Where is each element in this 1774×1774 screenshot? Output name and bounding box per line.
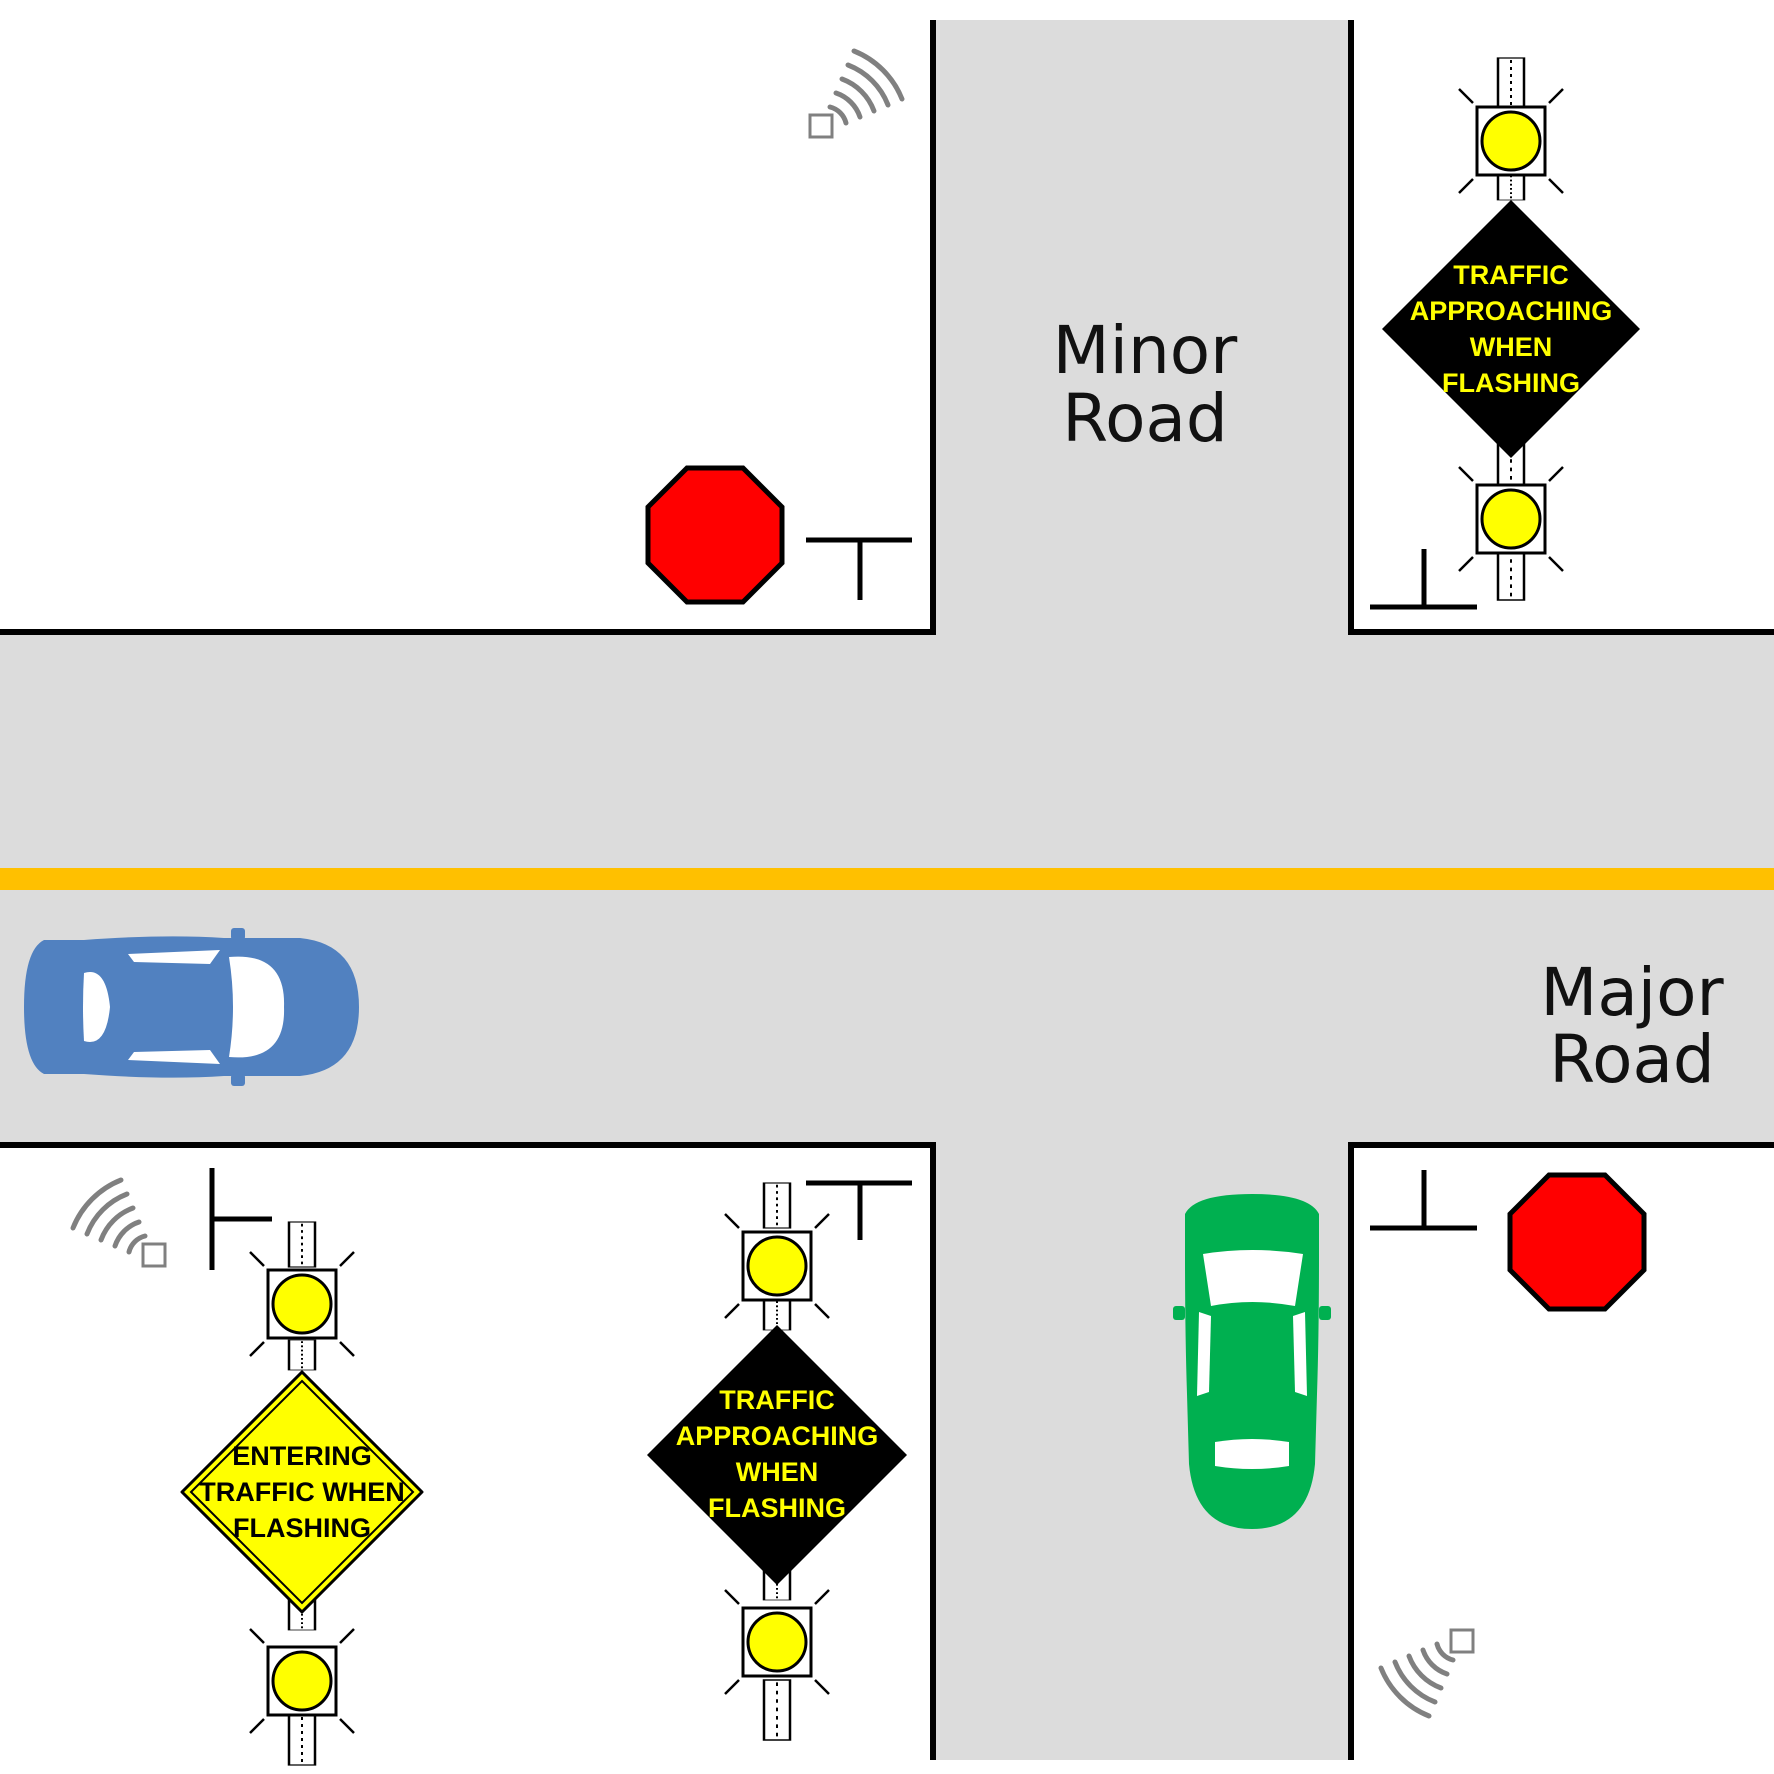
sign-text-line: APPROACHING: [676, 1421, 879, 1451]
warning-sign-entering-traffic: ENTERING TRAFFIC WHEN FLASHING: [180, 1370, 424, 1614]
stop-bar-icon: [806, 537, 912, 600]
beacon-light-icon: [723, 1588, 831, 1696]
major-road-label-line1: Major: [1540, 954, 1724, 1031]
warning-sign-traffic-approaching: TRAFFIC APPROACHING WHEN FLASHING: [647, 1325, 907, 1585]
sensor-icon: [70, 1177, 167, 1268]
stop-bar-icon: [209, 1168, 272, 1270]
warning-sign-traffic-approaching: TRAFFIC APPROACHING WHEN FLASHING: [1382, 200, 1640, 458]
major-road-label: Major Road: [1540, 954, 1724, 1098]
beacon-assembly-top-right: TRAFFIC APPROACHING WHEN FLASHING: [1382, 56, 1640, 602]
sign-text-line: TRAFFIC WHEN: [199, 1477, 404, 1507]
minor-road-label-line1: Minor: [1053, 312, 1238, 389]
stop-sign-icon: [1510, 1175, 1644, 1309]
sign-text-line: ENTERING: [232, 1441, 372, 1471]
sensor-icon: [808, 48, 905, 139]
sign-text-line: WHEN: [1470, 332, 1553, 362]
major-road-label-line2: Road: [1549, 1021, 1715, 1098]
centerline: [0, 868, 1774, 890]
minor-road-label-line2: Road: [1062, 380, 1228, 457]
curbs: [0, 20, 1774, 1760]
sign-text-line: WHEN: [736, 1457, 819, 1487]
sign-text-line: TRAFFIC: [719, 1385, 834, 1415]
stop-bar-icon: [1370, 549, 1477, 610]
curb-top-left: [0, 20, 936, 635]
sign-text-line: TRAFFIC: [1453, 260, 1568, 290]
stop-bar-icon: [1370, 1170, 1477, 1231]
beacon-assembly-bottom-center: TRAFFIC APPROACHING WHEN FLASHING: [647, 1181, 907, 1742]
sign-text-line: FLASHING: [708, 1493, 846, 1523]
stop-bar-icon: [806, 1180, 912, 1240]
car-green-icon: [1173, 1194, 1331, 1529]
beacon-assembly-bottom-left: ENTERING TRAFFIC WHEN FLASHING: [180, 1220, 424, 1767]
curb-bottom-left: [0, 1142, 936, 1760]
sign-text-line: APPROACHING: [1410, 296, 1613, 326]
car-blue-icon: [24, 928, 359, 1086]
stop-sign-icon: [648, 468, 782, 602]
sign-text-line: FLASHING: [1442, 368, 1580, 398]
sign-text-line: FLASHING: [233, 1513, 371, 1543]
curb-top-right: [1348, 20, 1774, 635]
sensor-icon: [1378, 1628, 1475, 1719]
curb-bottom-right: [1348, 1142, 1774, 1760]
minor-road-label: Minor Road: [1053, 312, 1238, 457]
